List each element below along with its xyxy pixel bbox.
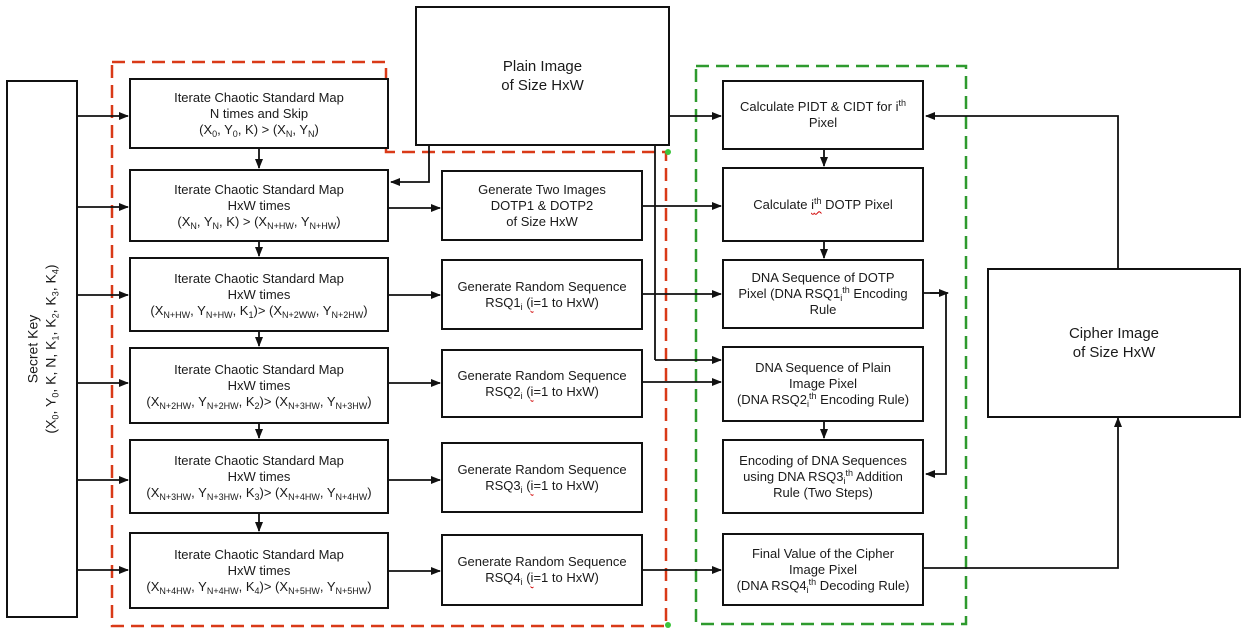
map-6-line-3: (XN+4HW, YN+4HW, K4)> (XN+5HW, YN+5HW) <box>146 578 372 596</box>
gen-images-line-3: of Size HxW <box>506 213 578 229</box>
plain-image-box: Plain Image of Size HxW <box>415 6 670 146</box>
map-4-line-1: Iterate Chaotic Standard Map <box>174 361 344 377</box>
map-5-line-2: HxW times <box>227 468 291 484</box>
map-4-line-2: HxW times <box>227 377 291 393</box>
map-4-line-3: (XN+2HW, YN+2HW, K2)> (XN+3HW, YN+3HW) <box>146 393 372 411</box>
arrow-cipher-pidt <box>925 112 1119 268</box>
map-3-line-2: HxW times <box>227 286 291 302</box>
arrow-final-cipher <box>924 417 1122 569</box>
gen-rsq3-line-2: RSQ3i (i=1 to HxW) <box>485 477 599 495</box>
cipher-image-title: Cipher Image <box>1068 325 1160 342</box>
cipher-image-size: of Size HxW <box>1072 344 1156 361</box>
secret-key-box: Secret Key (X0, Y0, K, N, K1, K2, K3, K4… <box>6 80 78 618</box>
map-2-line-1: Iterate Chaotic Standard Map <box>174 181 344 197</box>
map-5-line-3: (XN+3HW, YN+3HW, K3)> (XN+4HW, YN+4HW) <box>146 484 372 502</box>
plain-image-title: Plain Image <box>502 58 583 75</box>
gen-rsq1-line-1: Generate Random Sequence <box>457 278 627 294</box>
gen-rsq4-line-1: Generate Random Sequence <box>457 554 627 569</box>
dna-dotp-line-3: Rule <box>809 302 837 317</box>
secret-key-label: Secret Key (X0, Y0, K, N, K1, K2, K3, K4… <box>24 264 62 434</box>
gen-images-line-1: Generate Two Images <box>478 181 606 197</box>
green-dashed-region <box>694 64 968 626</box>
dna-dotp-line-1: DNA Sequence of DOTP <box>751 270 895 285</box>
dna-plain-line-1: DNA Sequence of Plain <box>755 360 891 375</box>
connector-dot-bottom <box>665 622 671 628</box>
calc-dotp-line-1: Calculate ith DOTP Pixel <box>753 195 893 212</box>
map-1-line-1: Iterate Chaotic Standard Map <box>174 89 344 105</box>
gen-rsq2-line-1: Generate Random Sequence <box>457 367 627 383</box>
gen-rsq2-line-2: RSQ2i (i=1 to HxW) <box>485 383 599 401</box>
final-value-line-1: Final Value of the Cipher <box>751 545 895 561</box>
map-1-line-3: (X0, Y0, K) > (XN, YN) <box>199 121 319 139</box>
map-6-line-1: Iterate Chaotic Standard Map <box>174 546 344 562</box>
calc-dotp-box: Calculate ith DOTP Pixel <box>722 167 924 242</box>
calc-pidt-cidt-line-1: Calculate PIDT & CIDT for ith <box>740 98 906 115</box>
map-3-line-3: (XN+HW, YN+HW, K1)> (XN+2WW, YN+2HW) <box>150 302 368 320</box>
gen-images-line-2: DOTP1 & DOTP2 <box>490 197 594 213</box>
final-value-line-3: (DNA RSQ4ith Decoding Rule) <box>736 576 910 595</box>
cipher-image-box: Cipher Image of Size HxW <box>987 268 1241 418</box>
dna-encoding-line-2: using DNA RSQ3ith Addition <box>743 467 903 486</box>
map-2-line-2: HxW times <box>227 197 291 213</box>
final-value-line-2: Image Pixel <box>789 561 857 577</box>
map-2-line-3: (XN, YN, K) > (XN+HW, YN+HW) <box>177 213 341 231</box>
secret-key-params: (X0, Y0, K, N, K1, K2, K3, K4) <box>43 264 62 434</box>
gen-rsq3-line-1: Generate Random Sequence <box>457 461 627 477</box>
arrow-dnadotp-encoding <box>924 292 947 478</box>
map-1-line-2: N times and Skip <box>209 105 309 121</box>
map-3-line-1: Iterate Chaotic Standard Map <box>174 270 344 286</box>
calc-pidt-cidt-line-2: Pixel <box>808 115 838 130</box>
plain-image-size: of Size HxW <box>501 77 584 94</box>
map-6-line-2: HxW times <box>227 562 291 578</box>
dna-dotp-line-2: Pixel (DNA RSQ1ith Encoding <box>738 285 908 303</box>
dna-encoding-line-3: Rule (Two Steps) <box>773 484 873 500</box>
dna-plain-line-2: Image Pixel <box>789 376 857 391</box>
secret-key-title: Secret Key <box>25 314 42 384</box>
gen-rsq4-line-2: RSQ4i (i=1 to HxW) <box>485 570 599 587</box>
connector-dot-top <box>665 149 671 155</box>
dna-plain-line-3: (DNA RSQ2ith Encoding Rule) <box>736 391 910 409</box>
arrow-plain-map2 <box>390 146 430 186</box>
dna-encoding-line-1: Encoding of DNA Sequences <box>739 452 907 468</box>
gen-rsq1-line-2: RSQ1i (i=1 to HxW) <box>485 294 599 312</box>
map-5-line-1: Iterate Chaotic Standard Map <box>174 452 344 468</box>
